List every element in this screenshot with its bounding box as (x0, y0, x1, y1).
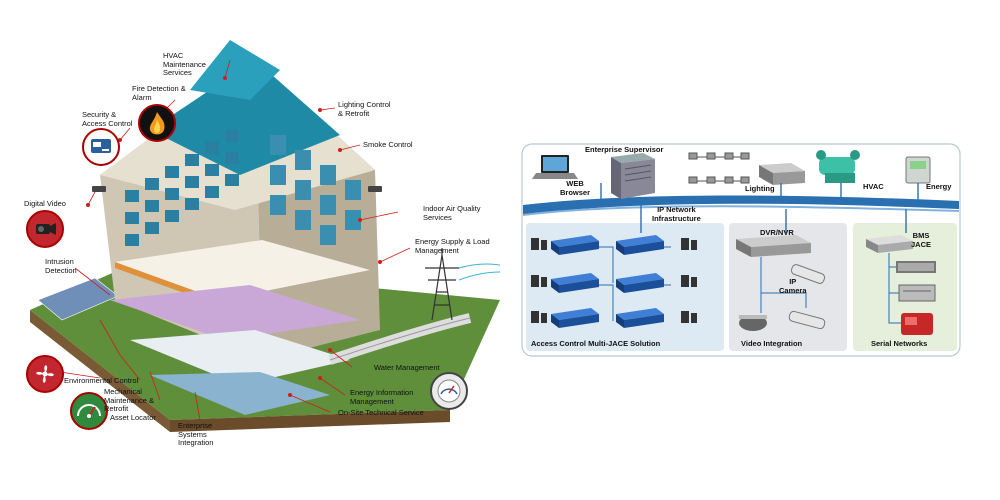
label-energy-information: Energy Information Management (350, 388, 414, 406)
cutaway-floor-2 (110, 285, 360, 340)
camera-right (368, 186, 382, 192)
label-indoor-air-quality: Indoor Air Quality Services (423, 204, 481, 222)
caption-serial-networks: Serial Networks (871, 339, 928, 348)
gauge-icon-left (70, 392, 108, 430)
server-icon (611, 153, 655, 199)
basement (150, 372, 330, 415)
transmission-tower (425, 248, 459, 321)
network-diagram (521, 143, 961, 357)
label-fire-detection: Fire Detection & Alarm (132, 84, 186, 102)
label-digital-video: Digital Video (24, 199, 66, 208)
camera-icon (26, 210, 64, 248)
laptop-icon (532, 155, 578, 179)
chiller-icon (816, 150, 860, 183)
gauge-icon-right (430, 372, 468, 410)
front-windows (125, 130, 239, 246)
caption-access-control: Access Control Multi-JACE Solution (531, 339, 661, 348)
card-readers (531, 238, 697, 323)
bms-jace-icon (866, 235, 913, 253)
ip-camera-icon (790, 264, 826, 284)
dvr-icon (736, 235, 811, 257)
label-water-management: Water Management (374, 363, 440, 372)
label-lighting: Lighting (745, 184, 775, 193)
label-hvac-maintenance: HVAC Maintenance Services (163, 51, 206, 77)
field-unit-2-icon (898, 284, 936, 302)
field-unit-1-icon (896, 261, 936, 273)
label-environmental-control: Environmental Control (64, 376, 139, 385)
label-web-browser: WEB Browser (560, 179, 591, 197)
dome-camera-icon (739, 315, 767, 331)
building-illustration (30, 40, 500, 432)
jace-devices (551, 235, 664, 328)
label-enterprise-integration: Enterprise Systems Integration (178, 421, 214, 447)
fan-icon (26, 355, 64, 393)
cutaway-floor-1 (115, 240, 370, 300)
callout-lines (59, 59, 411, 421)
label-bms-jace: BMS JACE (911, 231, 932, 249)
boiler-icon (901, 313, 933, 335)
label-hvac: HVAC (863, 182, 884, 191)
label-intrusion-detection: Intrusion Detection (45, 257, 77, 275)
lighting-controller-icon (759, 163, 805, 185)
label-lighting-control: Lighting Control & Retrofit (338, 100, 391, 118)
label-ip-camera: IP Camera (779, 277, 807, 295)
label-energy-supply: Energy Supply & Load Management (415, 237, 490, 255)
label-asset-locator: Asset Locator (110, 413, 156, 422)
cutaway-floor-3 (130, 330, 350, 385)
label-mechanical-maintenance: Mechanical Maintenance & Retrofit (104, 387, 155, 413)
label-enterprise-supervisor: Enterprise Supervisor (585, 145, 664, 154)
label-security-access: Security & Access Control (82, 110, 133, 128)
bullet-camera-icon (788, 310, 826, 330)
network-backbone (523, 195, 959, 215)
access-card-icon (82, 128, 120, 166)
energy-meter-icon (905, 156, 931, 184)
label-onsite-service: On-Site Technical Service (338, 408, 424, 417)
side-windows (270, 135, 361, 245)
label-dvr-nvr: DVR/NVR (760, 228, 794, 237)
label-ip-network: IP Network Infrastructure (652, 205, 701, 223)
lighting-fixtures-icon (688, 152, 750, 184)
label-energy: Energy (926, 182, 952, 191)
label-smoke-control: Smoke Control (363, 140, 413, 149)
fire-icon (138, 104, 176, 142)
caption-video-integration: Video Integration (741, 339, 803, 348)
camera-left (92, 186, 106, 192)
